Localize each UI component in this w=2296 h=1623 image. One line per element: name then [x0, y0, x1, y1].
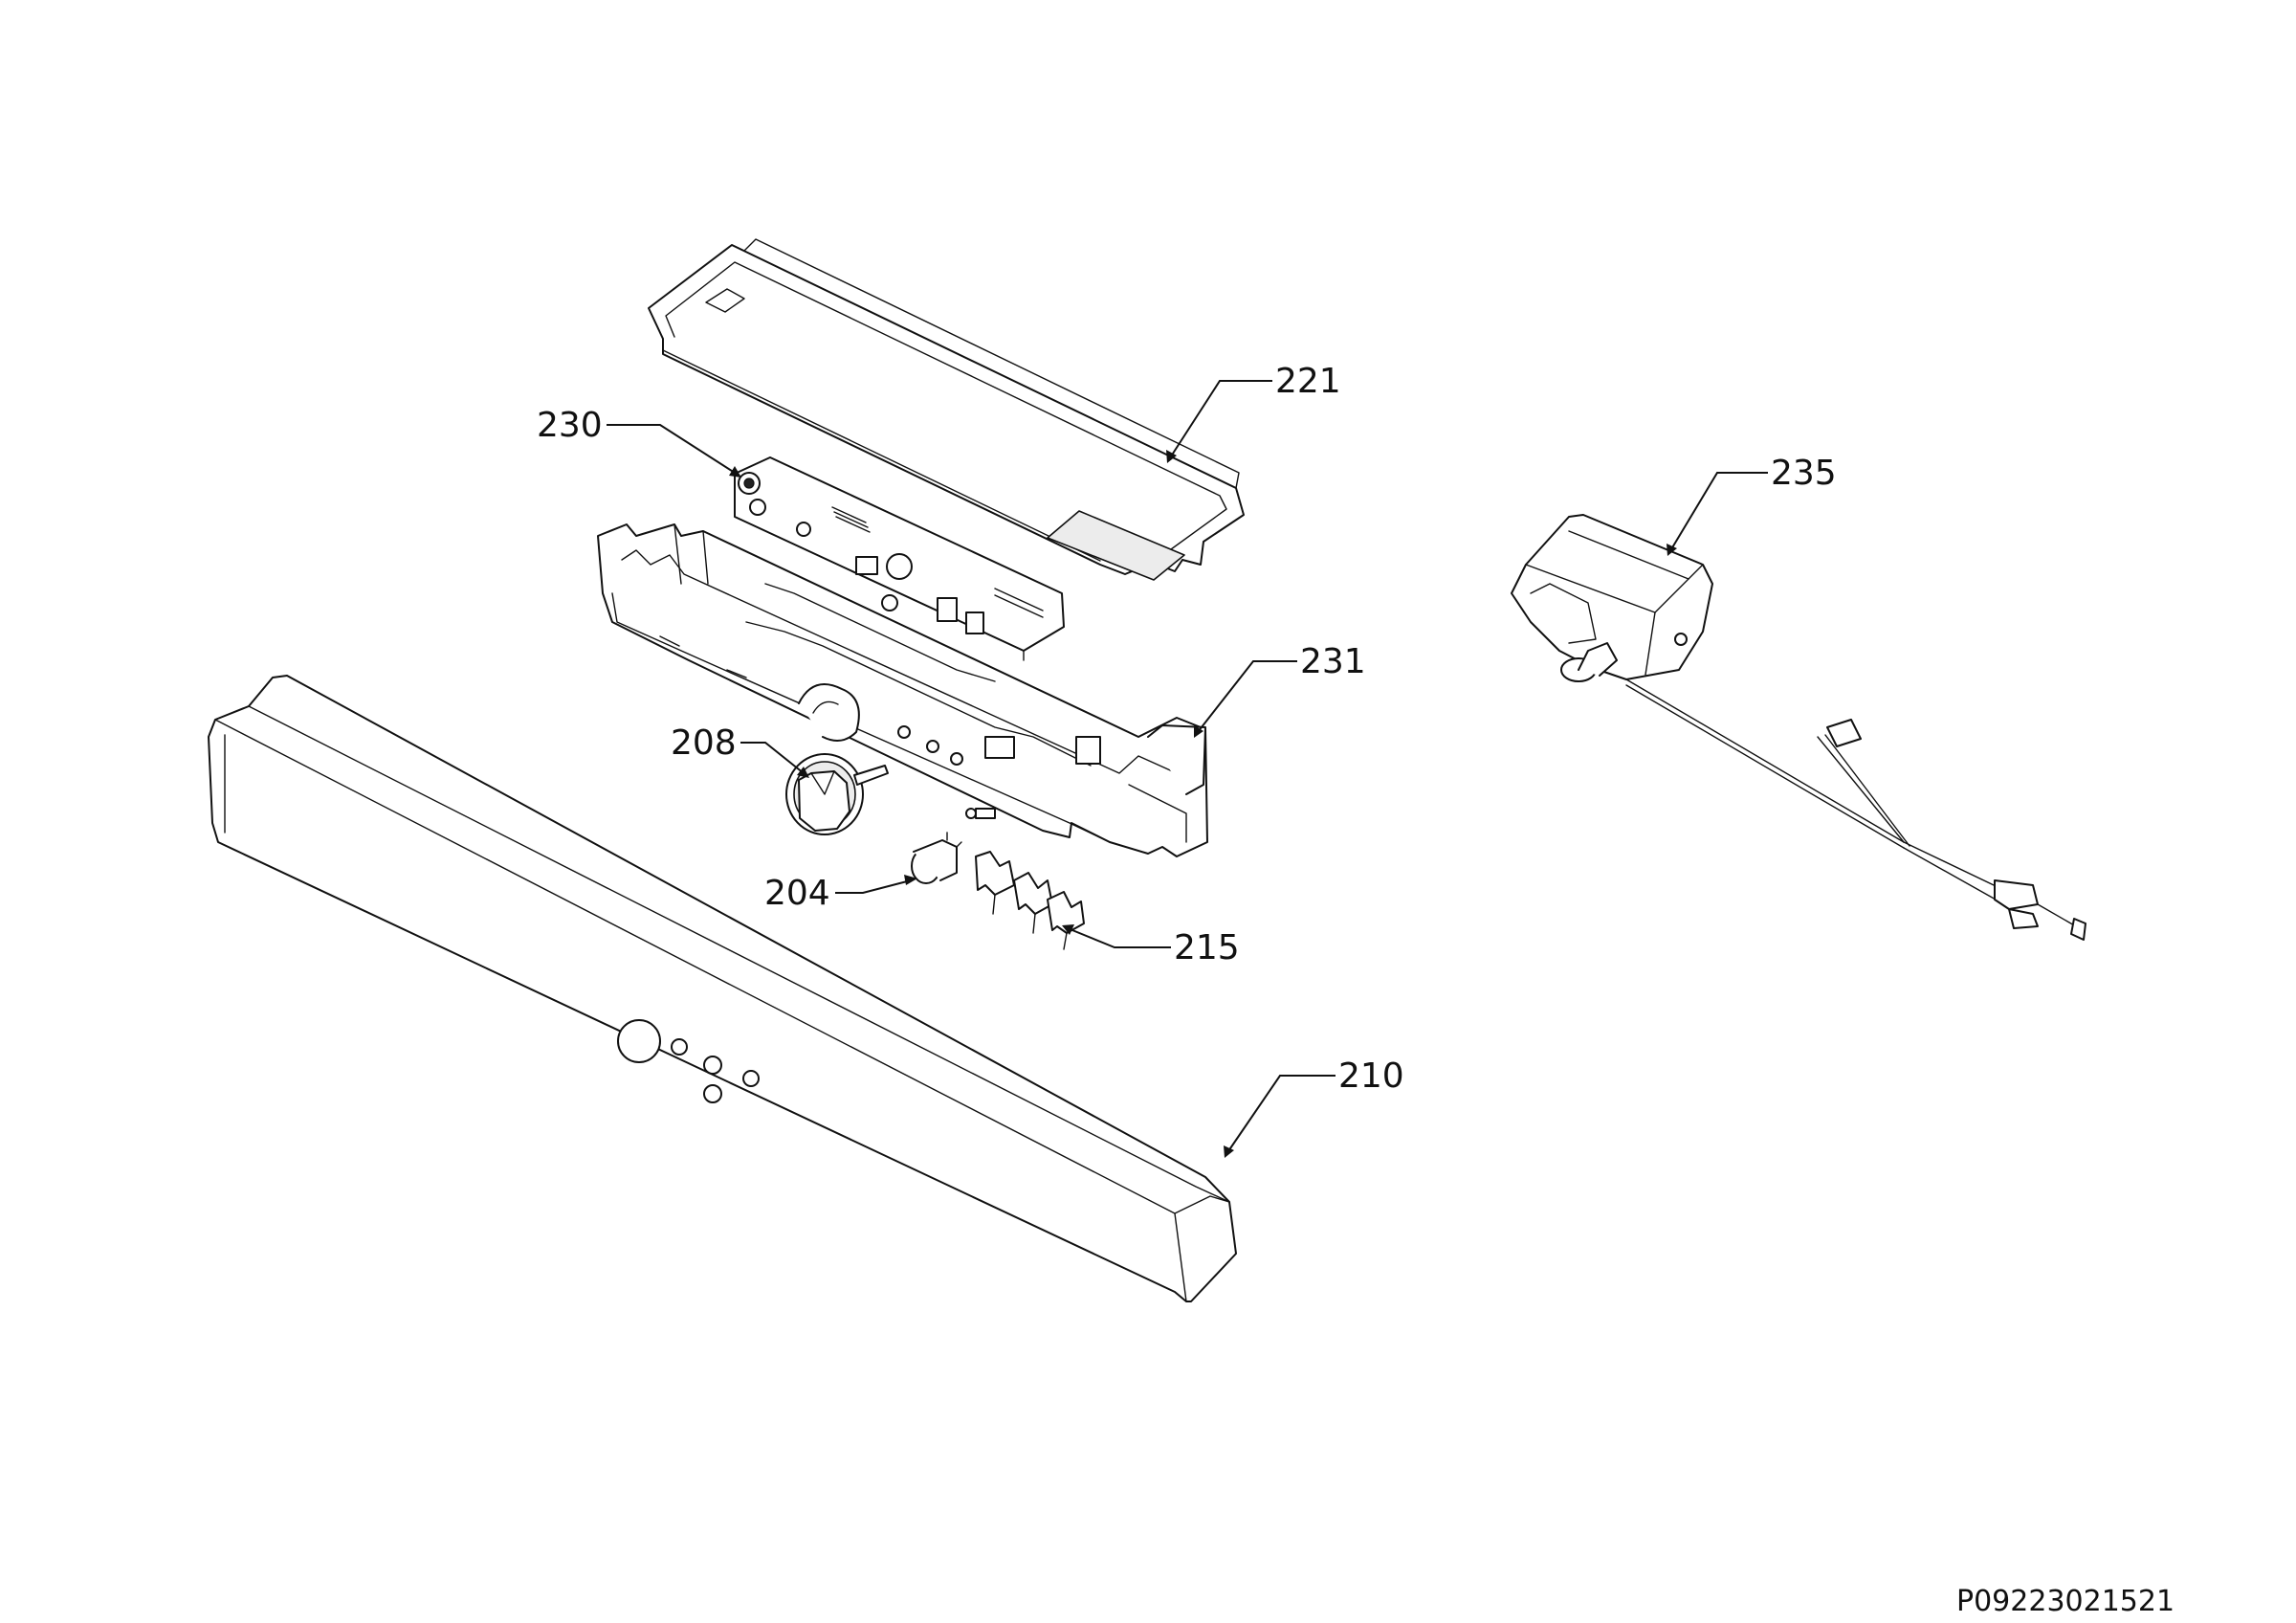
callout-215: 215	[1174, 928, 1240, 967]
callout-221: 221	[1275, 362, 1341, 401]
part-231-frame	[597, 523, 1208, 857]
callout-230: 230	[537, 406, 603, 445]
part-204-button	[911, 832, 962, 884]
leader-204	[835, 875, 917, 894]
part-230-pcb	[734, 456, 1065, 661]
leader-208	[740, 742, 809, 778]
callout-210: 210	[1338, 1056, 1404, 1096]
leader-235	[1667, 472, 1768, 556]
callout-231: 231	[1300, 642, 1366, 681]
callout-235: 235	[1771, 454, 1837, 493]
part-208-knob	[785, 753, 889, 835]
leader-210	[1224, 1075, 1336, 1158]
callout-208: 208	[671, 723, 737, 763]
part-215-buttons	[975, 851, 1085, 950]
part-210-fascia	[208, 675, 1237, 1302]
callout-204: 204	[764, 874, 830, 913]
part-221-cover	[648, 238, 1245, 581]
leader-215	[1062, 924, 1171, 948]
leader-221	[1166, 380, 1272, 463]
leader-231	[1194, 660, 1297, 738]
part-235-module	[1511, 514, 2086, 941]
document-code: P09223021521	[1956, 1585, 2175, 1618]
leader-230	[607, 424, 741, 478]
